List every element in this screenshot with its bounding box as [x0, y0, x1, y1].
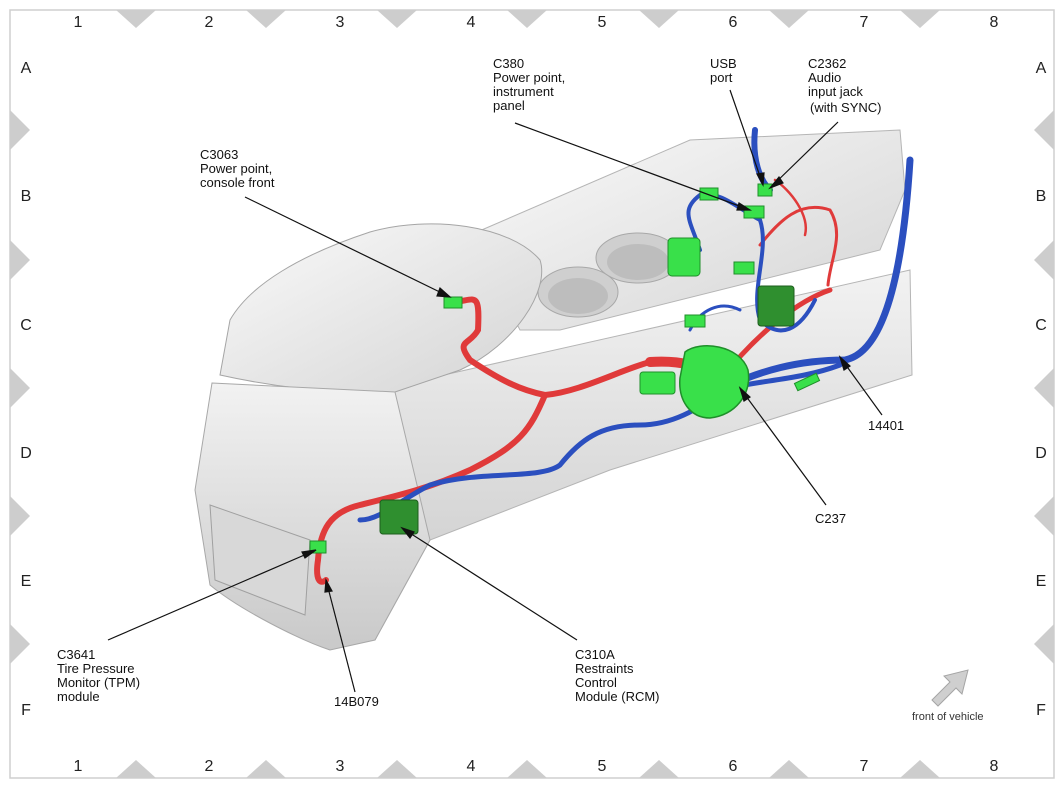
col-label: 2 — [205, 14, 214, 31]
col-label: 3 — [336, 14, 345, 31]
callout-c3641: C3641 Tire Pressure Monitor (TPM) module — [57, 647, 140, 704]
row-label: D — [1035, 445, 1047, 462]
callout-line: module — [57, 689, 100, 704]
row-label: C — [20, 317, 32, 334]
col-label: 4 — [467, 14, 476, 31]
callout-line: C237 — [815, 511, 846, 526]
callout-line: Tire Pressure — [57, 661, 135, 676]
callout-line: panel — [493, 98, 525, 113]
callout-line: console front — [200, 175, 275, 190]
callout-14401: 14401 — [868, 418, 904, 433]
callout-line: Module (RCM) — [575, 689, 660, 704]
connector-c237-small — [639, 371, 676, 395]
connector-audio — [699, 187, 719, 201]
callout-line: C2362 — [808, 56, 846, 71]
callout-line: Control — [575, 675, 617, 690]
col-label: 2 — [205, 758, 214, 775]
callout-c3063: C3063 Power point, console front — [200, 147, 275, 190]
callout-line: instrument — [493, 84, 554, 99]
row-label: D — [20, 445, 32, 462]
column-labels-top: 1 2 3 4 5 6 7 8 — [74, 14, 999, 31]
connector-usb — [757, 183, 773, 197]
col-label: 4 — [467, 758, 476, 775]
connector-rcm-side — [757, 285, 795, 327]
col-label: 8 — [990, 758, 999, 775]
callout-14b079: 14B079 — [334, 694, 379, 709]
row-label: F — [1036, 702, 1046, 719]
row-label: A — [21, 60, 32, 77]
callout-line: Audio — [808, 70, 841, 85]
col-label: 3 — [336, 758, 345, 775]
callout-line: USB — [710, 56, 737, 71]
col-label: 7 — [860, 758, 869, 775]
callout-line: C380 — [493, 56, 524, 71]
callout-c2362: C2362 Audio input jack (with SYNC) — [808, 56, 882, 115]
row-label: E — [1036, 573, 1047, 590]
connector-14401-small — [793, 372, 821, 392]
connector-c3063 — [443, 296, 463, 309]
leader-lines — [107, 89, 883, 693]
callout-line: input jack — [808, 84, 863, 99]
col-label: 8 — [990, 14, 999, 31]
col-label: 7 — [860, 14, 869, 31]
console-rear-pocket — [209, 504, 311, 616]
row-label: A — [1036, 60, 1047, 77]
connector-c237 — [679, 345, 750, 419]
callout-line: Monitor (TPM) — [57, 675, 140, 690]
col-label: 6 — [729, 758, 738, 775]
callout-line: Restraints — [575, 661, 634, 676]
front-of-vehicle-indicator: front of vehicle — [912, 669, 984, 723]
connector-c310a — [379, 499, 419, 535]
callout-line: Power point, — [200, 161, 272, 176]
connector-misc-2 — [733, 261, 755, 275]
front-arrow-icon — [931, 669, 969, 707]
callout-line: C310A — [575, 647, 615, 662]
callout-line: 14B079 — [334, 694, 379, 709]
callout-line: (with SYNC) — [810, 100, 882, 115]
connectors — [309, 183, 821, 554]
connector-misc-3 — [684, 314, 706, 328]
col-label: 5 — [598, 758, 607, 775]
callout-c237: C237 — [815, 511, 846, 526]
row-label: B — [1036, 188, 1047, 205]
col-label: 6 — [729, 14, 738, 31]
frame-markers — [10, 10, 1054, 778]
column-labels-bottom: 1 2 3 4 5 6 7 8 — [74, 758, 999, 775]
row-label: E — [21, 573, 32, 590]
row-label: C — [1035, 317, 1047, 334]
cup-holder-rear-inner — [607, 244, 669, 280]
callout-line: C3063 — [200, 147, 238, 162]
row-label: F — [21, 702, 31, 719]
callout-line: 14401 — [868, 418, 904, 433]
col-label: 1 — [74, 758, 83, 775]
row-label: B — [21, 188, 32, 205]
col-label: 5 — [598, 14, 607, 31]
connector-misc-1 — [667, 237, 701, 277]
callout-line: port — [710, 70, 733, 85]
callout-c380: C380 Power point, instrument panel — [493, 56, 565, 113]
front-of-vehicle-label: front of vehicle — [912, 711, 984, 723]
callout-line: C3641 — [57, 647, 95, 662]
col-label: 1 — [74, 14, 83, 31]
callout-c310a: C310A Restraints Control Module (RCM) — [575, 647, 660, 704]
row-labels-left: A B C D E F — [20, 60, 32, 719]
cup-holder-front-inner — [548, 278, 608, 314]
callout-line: Power point, — [493, 70, 565, 85]
callout-usb: USB port — [710, 56, 737, 85]
row-labels-right: A B C D E F — [1035, 60, 1047, 719]
